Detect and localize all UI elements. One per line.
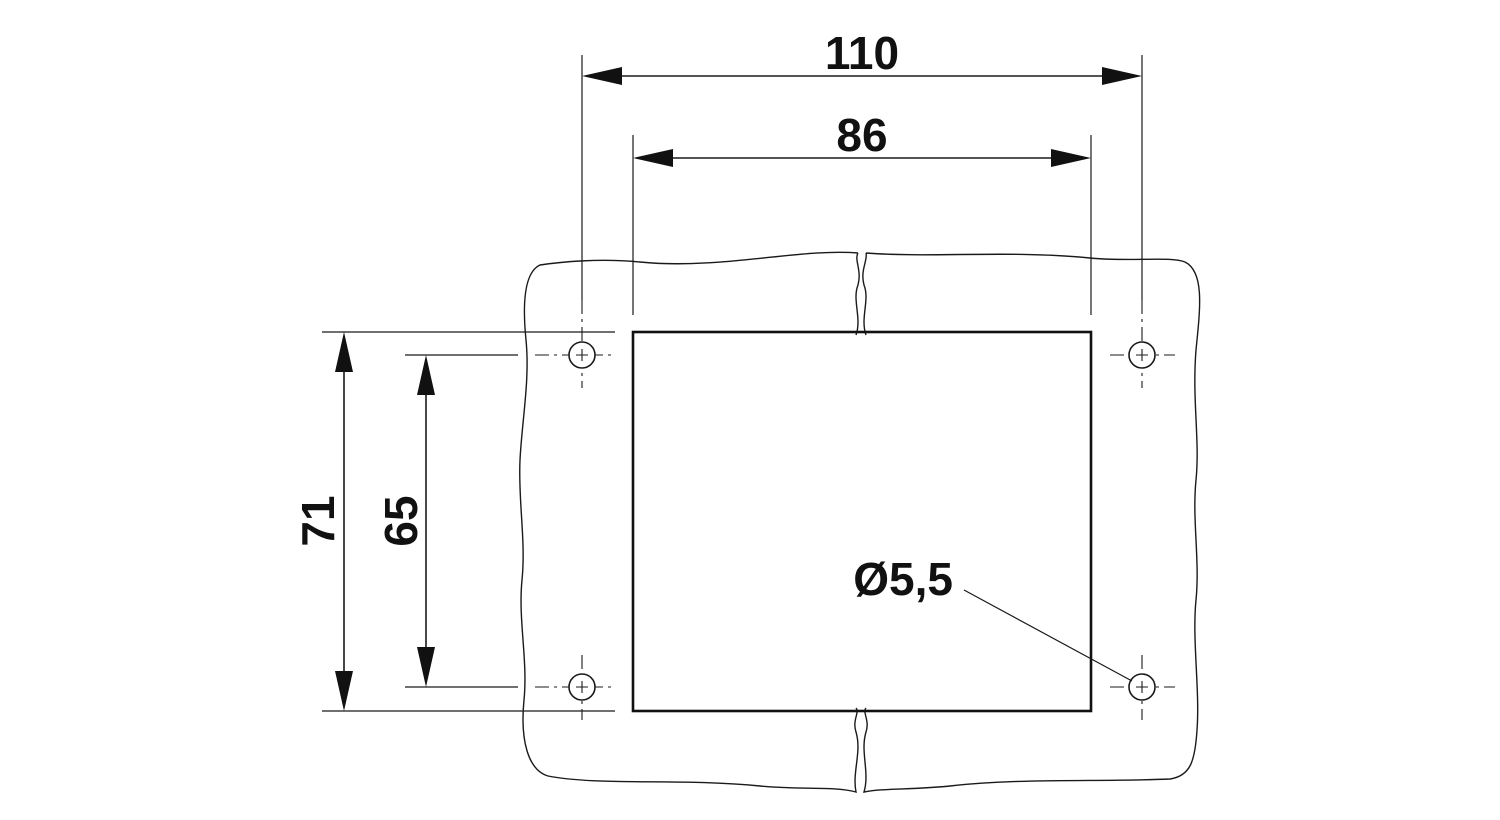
arrowhead-65-top <box>417 355 435 395</box>
extension-lines <box>322 55 1143 712</box>
hole-diameter-leader <box>963 589 1133 682</box>
hole-center-marks <box>576 349 1148 693</box>
dimension-110: 110 <box>582 27 1142 85</box>
dimension-label-86: 86 <box>836 109 887 161</box>
arrowhead-71-top <box>335 332 353 372</box>
arrowhead-110-right <box>1102 67 1142 85</box>
hole-diameter-callout: Ø5,5 <box>853 553 1133 682</box>
arrowhead-86-right <box>1051 149 1091 167</box>
arrowhead-86-left <box>633 149 673 167</box>
dimension-65: 65 <box>375 355 435 687</box>
dimension-label-71: 71 <box>292 495 344 546</box>
dimension-label-110: 110 <box>825 27 899 79</box>
arrowhead-110-left <box>582 67 622 85</box>
panel-cutout <box>631 330 1093 713</box>
hole-diameter-label: Ø5,5 <box>853 553 953 605</box>
hole-center-lines <box>535 300 1175 720</box>
dimension-71: 71 <box>292 332 353 711</box>
arrowhead-71-bottom <box>335 671 353 711</box>
panel-outline <box>518 251 1201 793</box>
panel-outline-right-half <box>862 252 1201 793</box>
panel-outline-left-half <box>518 251 860 793</box>
arrowhead-65-bottom <box>417 647 435 687</box>
dimension-label-65: 65 <box>375 495 427 546</box>
dimension-86: 86 <box>633 109 1091 167</box>
mounting-holes <box>568 341 1156 701</box>
